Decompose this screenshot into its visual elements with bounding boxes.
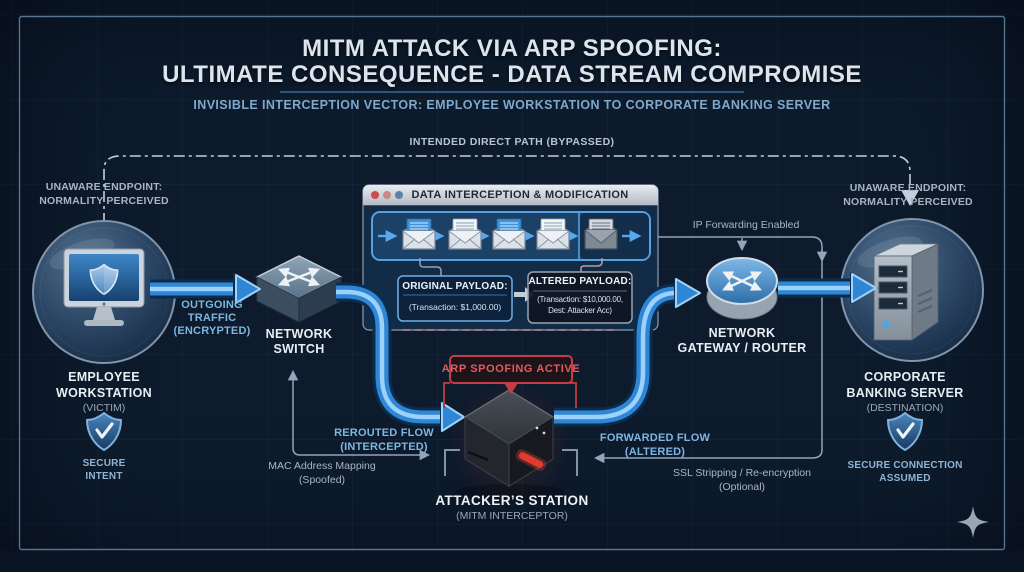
mac-spoof-connector: [287, 369, 431, 461]
arp-spoofing-badge: [443, 355, 577, 408]
rerouted-flow-label-line2: (INTERCEPTED): [340, 441, 428, 453]
window-dot-pink-icon: [383, 191, 391, 199]
router-label-line2: GATEWAY / ROUTER: [677, 341, 807, 355]
arp-badge-label: ARP SPOOFING ACTIVE: [441, 363, 581, 375]
interception-window: [362, 184, 659, 331]
pipe-workstation-to-switch: [150, 273, 262, 305]
window-titlebar: [363, 185, 658, 205]
network-switch-icon: [255, 255, 343, 323]
original-payload-title: ORIGINAL PAYLOAD:: [402, 281, 508, 292]
page-title-line2: ULTIMATE CONSEQUENCE - DATA STREAM COMPR…: [162, 61, 862, 88]
attacker-node: [443, 355, 578, 504]
intended-path-label: INTENDED DIRECT PATH (BYPASSED): [409, 136, 615, 148]
original-payload-box: [397, 275, 513, 322]
workstation-label-line1: EMPLOYEE: [68, 370, 140, 384]
envelope-open-blue-icon: [492, 218, 526, 250]
window-dot-red-icon: [371, 191, 379, 199]
intended-path-line: [103, 155, 919, 246]
router-label-line1: NETWORK: [708, 326, 776, 340]
frame-border: [18, 15, 1006, 551]
ip-forwarding-note: IP Forwarding Enabled: [692, 219, 800, 231]
server-label-line2: BANKING SERVER: [846, 386, 964, 400]
switch-label-line2: SWITCH: [273, 342, 325, 356]
server-shield-label-line2: ASSUMED: [879, 473, 931, 484]
ssl-stripping-label-line2: (Optional): [718, 481, 766, 493]
altered-payload-box: [527, 271, 633, 324]
ssl-stripping-label-line1: SSL Stripping / Re-encryption: [673, 467, 811, 479]
attacker-role: (MITM INTERCEPTOR): [456, 510, 568, 522]
envelope-letter-icon: [536, 218, 570, 250]
workstation-node: [32, 220, 176, 364]
sparkle-icon: [957, 506, 989, 538]
mac-mapping-label-line1: MAC Address Mapping: [268, 460, 376, 472]
page-title-line1: MITM ATTACK VIA ARP SPOOFING:: [302, 35, 722, 62]
led-strip-icon: [515, 449, 547, 471]
target-bracket-icons: [444, 449, 578, 476]
window-controls: [371, 191, 403, 199]
workstation-role: (VICTIM): [82, 402, 126, 414]
forwarded-flow-label-line1: FORWARDED FLOW: [599, 432, 711, 444]
workstation-status-line1: UNAWARE ENDPOINT:: [45, 181, 163, 193]
server-role: (DESTINATION): [866, 402, 944, 414]
mac-mapping-label-line2: (Spoofed): [298, 474, 346, 486]
window-title: DATA INTERCEPTION & MODIFICATION: [411, 189, 629, 201]
switch-label-line1: NETWORK: [265, 327, 333, 341]
outgoing-traffic-label-line3: (ENCRYPTED): [173, 325, 251, 337]
envelope-letter-icon: [448, 218, 482, 250]
server-node: [840, 218, 984, 362]
bottom-band: [0, 551, 1024, 572]
server-tower-icon: [873, 243, 939, 341]
outgoing-traffic-label-line1: OUTGOING: [181, 299, 243, 311]
monitor-shield-icon: [63, 248, 145, 326]
page-subtitle: INVISIBLE INTERCEPTION VECTOR: EMPLOYEE …: [193, 98, 831, 112]
traffic-pipes: [150, 272, 878, 433]
forwarded-flow-label-line2: (ALTERED): [624, 446, 686, 458]
envelope-altered-dark-icon: [584, 218, 618, 250]
server-label-line1: CORPORATE: [864, 370, 946, 384]
workstation-shield-label-line2: INTENT: [85, 471, 123, 482]
altered-payload-connector: [580, 258, 603, 272]
shield-check-icon-left: [85, 411, 123, 452]
annotation-connectors: [287, 236, 828, 464]
server-shield-label-line1: SECURE CONNECTION: [847, 460, 963, 471]
workstation-status-line2: NORMALITY PERCEIVED: [39, 195, 169, 207]
router-icon: [706, 257, 778, 320]
ssl-connector: [593, 236, 823, 464]
altered-payload-title: ALTERED PAYLOAD:: [528, 276, 632, 287]
workstation-shield-label-line1: SECURE: [82, 458, 126, 469]
down-arrow-icon: [901, 190, 919, 206]
original-payload-body: (Transaction: $1,000.00): [408, 302, 502, 312]
envelope-open-blue-icon: [402, 218, 436, 250]
server-status-line1: UNAWARE ENDPOINT:: [849, 182, 967, 194]
altered-payload-body-line2: Dest: Attacker Acc): [548, 306, 612, 315]
attacker-label: ATTACKER’S STATION: [435, 493, 589, 508]
workstation-label-line2: WORKSTATION: [56, 386, 152, 400]
rerouted-flow-label-line1: REROUTED FLOW: [334, 427, 434, 439]
shield-check-icon-right: [886, 411, 924, 452]
attacker-cube-icon: [463, 389, 555, 487]
original-payload-connector: [419, 258, 442, 276]
outgoing-traffic-label-line2: TRAFFIC: [187, 312, 237, 324]
pipe-router-to-server: [778, 272, 878, 304]
pipe-attacker-to-router: [554, 277, 702, 427]
window-dot-blue-icon: [395, 191, 403, 199]
envelope-flow-strip: [371, 211, 651, 261]
server-status-line2: NORMALITY PERCEIVED: [843, 196, 973, 208]
altered-payload-body-line1: (Transaction: $10,000.00,: [537, 295, 623, 304]
